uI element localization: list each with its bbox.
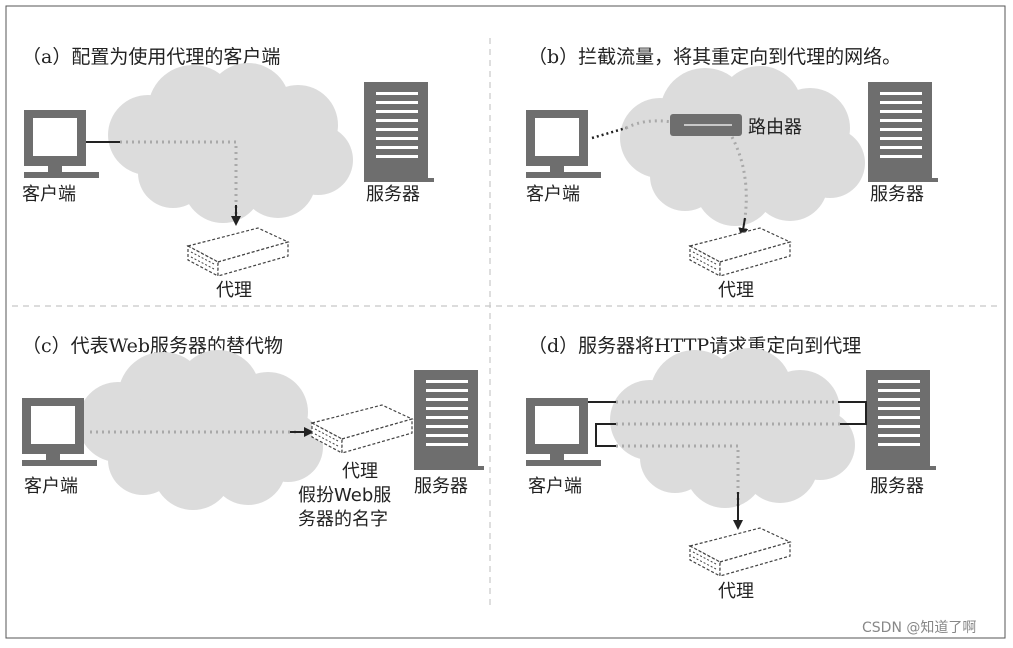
server-label: 服务器: [414, 476, 468, 497]
network-cloud-icon: [78, 350, 323, 510]
proxy-label: 代理: [216, 280, 252, 301]
proxy-label: 代理: [718, 581, 754, 602]
proxy-label: 代理: [342, 461, 378, 482]
proxy-box-icon: [689, 227, 791, 277]
network-cloud-icon: [620, 66, 865, 226]
client-label: 客户端: [526, 184, 580, 205]
proxy-label: 代理: [718, 280, 754, 301]
server-icon: [414, 370, 484, 470]
server-label: 服务器: [870, 184, 924, 205]
proxy-box-icon: [689, 527, 791, 577]
client-label: 客户端: [22, 184, 76, 205]
router-path: [625, 119, 673, 130]
proxy-note-line1: 假扮Web服: [298, 485, 391, 506]
server-icon: [364, 82, 434, 182]
panel-d-caption: （d）服务器将HTTP请求重定向到代理: [528, 335, 861, 357]
proxy-note-line2: 务器的名字: [298, 509, 388, 530]
panel-a: （a）配置为使用代理的客户端 客户端 服务器 代理: [22, 46, 434, 301]
server-label: 服务器: [366, 184, 420, 205]
server-icon: [866, 370, 936, 470]
client-monitor-icon: [526, 110, 601, 178]
panel-b: （b）拦截流量，将其重定向到代理的网络。 路由器 客户端 服务器 代理: [526, 46, 938, 301]
panel-d: （d）服务器将HTTP请求重定向到代理 客户端 服务器 代理: [526, 335, 936, 602]
proxy-box-icon: [187, 227, 289, 277]
outer-frame: [5, 5, 1006, 639]
client-monitor-icon: [24, 110, 99, 178]
network-cloud-icon: [610, 348, 855, 508]
client-monitor-icon: [526, 398, 601, 466]
client-link: [591, 126, 627, 140]
client-label: 客户端: [528, 476, 582, 497]
request-link-end: [838, 401, 867, 425]
redirect-link: [595, 423, 616, 447]
server-label: 服务器: [870, 476, 924, 497]
proxy-path: [730, 136, 748, 226]
client-label: 客户端: [24, 476, 78, 497]
router-label: 路由器: [748, 117, 802, 138]
proxy-box-icon: [311, 404, 413, 454]
panel-a-caption: （a）配置为使用代理的客户端: [22, 46, 280, 68]
panel-b-caption: （b）拦截流量，将其重定向到代理的网络。: [528, 46, 901, 68]
proxy-path: [120, 140, 238, 222]
watermark: CSDN @知道了啊: [862, 619, 976, 636]
proxy-path: [616, 444, 740, 510]
panel-c: （c）代表Web服务器的替代物 客户端 代理 假扮Web服 务器的名字 服务器: [22, 335, 484, 530]
server-icon: [868, 82, 938, 182]
